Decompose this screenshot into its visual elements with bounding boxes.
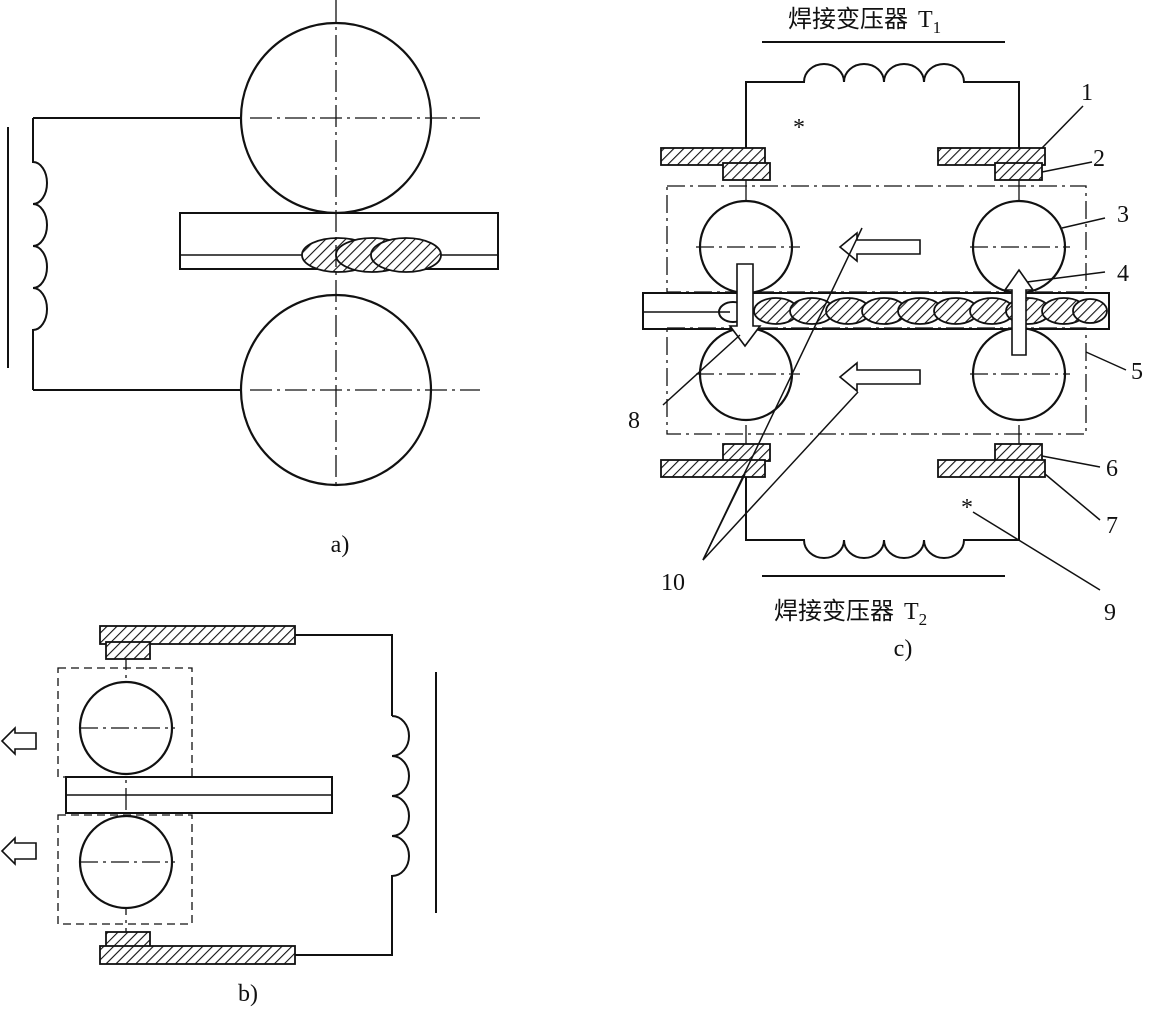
callout-2: 2	[1093, 146, 1105, 172]
caption-b: b)	[238, 981, 258, 1007]
callout-1: 1	[1081, 80, 1093, 106]
motion-arrow-left-icon	[838, 231, 921, 263]
weld-seam	[753, 297, 1108, 325]
workpiece-c	[642, 292, 1110, 330]
contact-pad-2-left	[722, 162, 771, 181]
upper-electrode-frame-b	[57, 667, 193, 778]
contact-pad-6-right	[994, 443, 1043, 462]
polarity-mark-t2: *	[961, 495, 973, 521]
caption-a: a)	[331, 532, 350, 558]
weld-nugget	[370, 237, 442, 273]
panel-b: b)	[0, 625, 437, 1007]
upper-contact-pad-b	[105, 641, 151, 660]
contact-pad-2-right	[994, 162, 1043, 181]
caption-c: c)	[894, 636, 913, 662]
callout-9: 9	[1104, 600, 1116, 626]
polarity-mark-t1: *	[793, 115, 805, 141]
left-arrow-icon	[0, 836, 37, 866]
panel-a: a)	[7, 0, 499, 558]
callout-6: 6	[1106, 456, 1118, 482]
transformer-t2-coil	[745, 477, 1020, 559]
busbar-1-left	[660, 147, 766, 166]
transformer-coil-a	[32, 118, 48, 390]
callout-3: 3	[1117, 202, 1129, 228]
busbar-7-right	[937, 459, 1046, 478]
transformer-coil-b	[295, 715, 410, 956]
busbar-7-left	[660, 459, 766, 478]
current-arrow-down-icon	[728, 263, 762, 348]
current-arrow-up-icon	[1003, 268, 1035, 356]
callout-4: 4	[1117, 261, 1129, 287]
lower-busbar-b	[99, 945, 296, 965]
callout-10: 10	[661, 570, 685, 596]
callout-5: 5	[1131, 359, 1143, 385]
motion-arrow-left-icon	[838, 361, 921, 393]
callout-7: 7	[1106, 513, 1118, 539]
transformer-t1-coil	[745, 63, 1020, 150]
contact-pad-6-left	[722, 443, 771, 462]
upper-frame-c	[666, 185, 1087, 293]
busbar-1-right	[937, 147, 1046, 166]
left-arrow-icon	[0, 726, 37, 756]
callout-8: 8	[628, 408, 640, 434]
